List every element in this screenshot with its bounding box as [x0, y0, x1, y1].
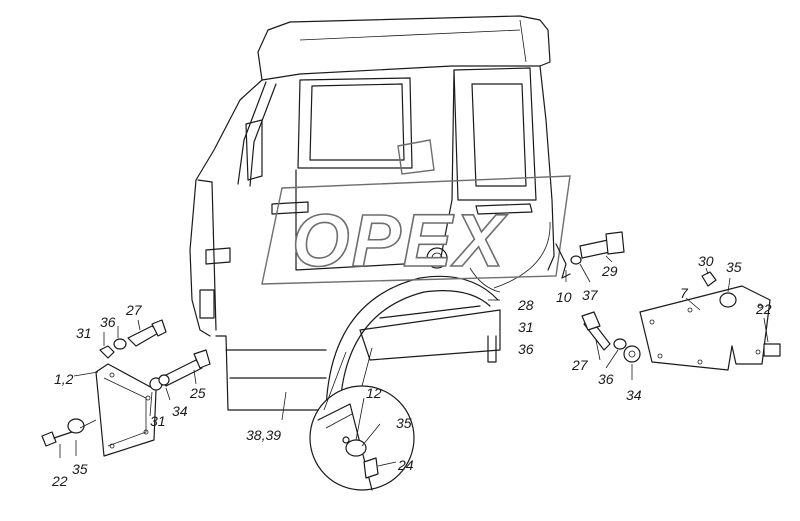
label-27-left: 27 — [125, 302, 143, 318]
label-35-detail: 35 — [396, 415, 412, 431]
label-28: 28 — [517, 297, 534, 313]
label-7: 7 — [680, 285, 689, 301]
callout-labels: 1,2 22 35 31 36 27 31 34 25 38,39 12 35 … — [51, 253, 772, 489]
leader-lines — [59, 255, 769, 467]
label-10: 10 — [556, 289, 572, 305]
label-31-bracket: 31 — [150, 413, 166, 429]
label-31-cab: 31 — [518, 319, 534, 335]
label-35-right: 35 — [726, 259, 742, 275]
label-22-right: 22 — [755, 301, 772, 317]
label-36-left: 36 — [100, 314, 116, 330]
truck-cab — [189, 15, 555, 411]
mudflap-rear-right — [555, 231, 781, 371]
label-38-39: 38,39 — [246, 427, 281, 443]
label-12: 12 — [366, 385, 382, 401]
mudflap-bracket-left — [41, 319, 211, 457]
watermark-text: OPEX — [292, 199, 508, 282]
label-37: 37 — [582, 287, 599, 303]
label-30: 30 — [698, 253, 714, 269]
label-22-left: 22 — [51, 473, 68, 489]
label-36-cab: 36 — [518, 341, 534, 357]
label-29: 29 — [601, 263, 618, 279]
label-36-right: 36 — [598, 371, 614, 387]
label-25: 25 — [189, 385, 206, 401]
label-1-2: 1,2 — [54, 371, 74, 387]
label-31-left: 31 — [76, 325, 92, 341]
label-34-left: 34 — [172, 403, 188, 419]
label-27-right: 27 — [571, 357, 589, 373]
label-24: 24 — [397, 457, 414, 473]
label-34-right: 34 — [626, 387, 642, 403]
label-35-left: 35 — [72, 461, 88, 477]
watermark-logo: OPEX — [261, 139, 571, 285]
